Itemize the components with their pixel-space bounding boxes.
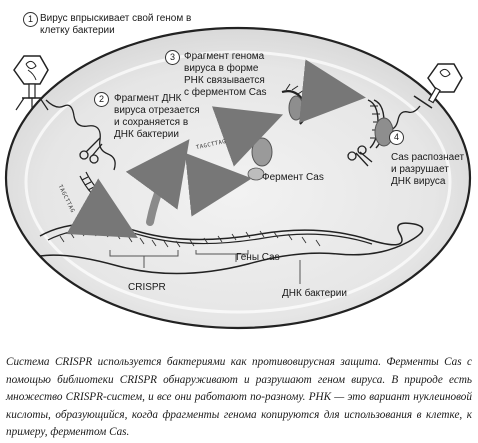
step-number-2: 2 — [94, 92, 109, 107]
crispr-label: CRISPR — [128, 282, 166, 293]
cas-genes-label: Гены Cas — [236, 252, 280, 263]
virus-right-icon — [413, 63, 463, 109]
bacterial-dna-label: ДНК бактерии — [282, 288, 347, 299]
bacterial-chromosome — [39, 222, 424, 275]
step-number-3: 3 — [165, 50, 180, 65]
step-2-text: Фрагмент ДНК вируса отрезается и сохраня… — [114, 93, 200, 140]
scissors-icon-left — [79, 137, 103, 164]
diagram-artwork — [4, 26, 472, 330]
step-number-4: 4 — [389, 130, 404, 145]
scissors-icon-right — [347, 145, 373, 167]
step-1-text: Вирус впрыскивает свой геном в клетку ба… — [40, 13, 192, 36]
cas-enzyme-label: Фермент Cas — [262, 172, 324, 183]
step-3-text: Фрагмент генома вируса в форме РНК связы… — [184, 51, 267, 98]
crispr-diagram: 1 2 3 4 Вирус впрыскивает свой геном в к… — [4, 12, 472, 330]
cas-enzyme-shape — [251, 137, 273, 167]
step-4-text: Cas распознает и разрушает ДНК вируса — [391, 152, 465, 187]
virus-left-icon — [13, 55, 49, 111]
step-number-1: 1 — [23, 12, 38, 27]
figure-caption: Система CRISPR используется бактериями к… — [6, 356, 472, 438]
cas-attack-icon — [367, 99, 394, 149]
process-arrows — [66, 59, 366, 238]
